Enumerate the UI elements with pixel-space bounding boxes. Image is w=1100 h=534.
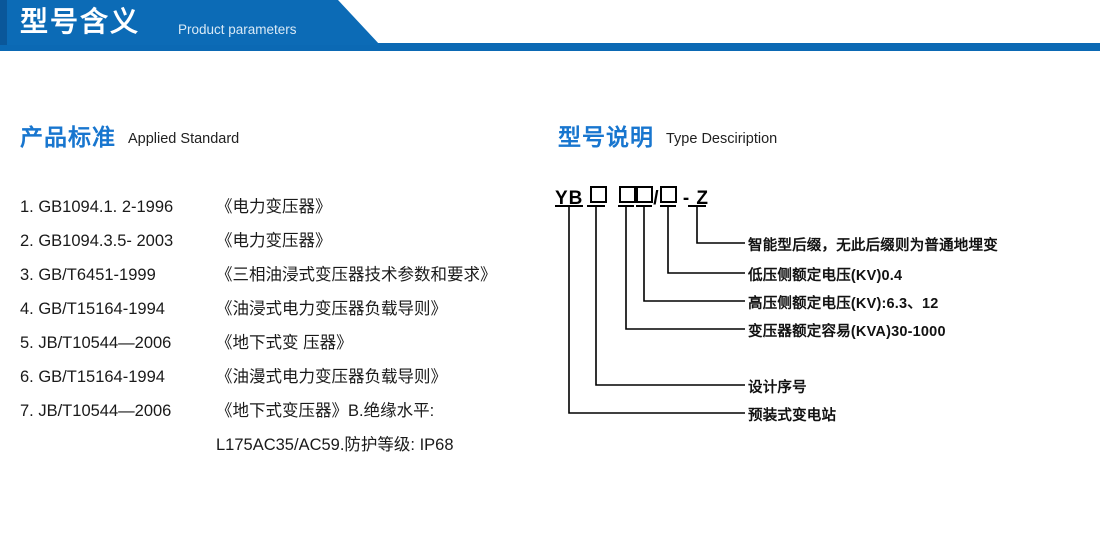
standard-name: 《油漫式电力变压器负载导则》 <box>216 368 447 386</box>
code-slash: / <box>653 188 660 209</box>
code-placeholder-box-2 <box>619 186 637 203</box>
standard-code: 6. GB/T15164-1994 <box>20 368 165 386</box>
list-item: 2. GB1094.3.5- 2003 《电力变压器》 <box>20 227 540 261</box>
list-item: 3. GB/T6451-1999 《三相油浸式变压器技术参数和要求》 <box>20 261 540 295</box>
header-accent-bar <box>0 43 1100 51</box>
standard-code: 3. GB/T6451-1999 <box>20 266 156 284</box>
callout-label-lv-rated-voltage: 低压侧额定电压(KV)0.4 <box>748 268 903 284</box>
code-prefix-yb: YB <box>555 188 584 209</box>
list-item: 4. GB/T15164-1994 《油浸式电力变压器负载导则》 <box>20 295 540 329</box>
callout-label-hv-rated-voltage: 高压侧额定电压(KV):6.3、12 <box>748 296 939 312</box>
code-placeholder-box-4 <box>659 186 677 203</box>
standards-list: 1. GB1094.1. 2-1996 《电力变压器》 2. GB1094.3.… <box>20 193 540 465</box>
page-header-banner: 型号含义 Product parameters <box>0 0 1100 52</box>
section-title-en-applied-standard: Applied Standard <box>128 131 240 147</box>
code-hyphen: - <box>682 188 691 209</box>
model-code-expression: YB / - Z <box>555 186 709 211</box>
standard-code: 4. GB/T15164-1994 <box>20 300 165 318</box>
section-title-cn-applied-standard: 产品标准 <box>20 124 116 150</box>
list-item: 1. GB1094.1. 2-1996 《电力变压器》 <box>20 193 540 227</box>
standard-name: 《电力变压器》 <box>216 198 332 216</box>
code-placeholder-box-1 <box>589 186 607 203</box>
standard-name: 《地下式变压器》B.绝缘水平: <box>216 402 435 420</box>
callout-label-design-serial: 设计序号 <box>748 380 807 396</box>
standard-name-continuation: L175AC35/AC59.防护等级: IP68 <box>216 436 454 454</box>
standard-code: 7. JB/T10544—2006 <box>20 402 172 420</box>
code-placeholder-box-3 <box>636 186 654 203</box>
header-subtitle-en: Product parameters <box>178 22 297 37</box>
callout-label-rated-capacity: 变压器额定容易(KVA)30-1000 <box>748 324 946 340</box>
standard-name: 《电力变压器》 <box>216 232 332 250</box>
section-heading-applied-standard: 产品标准 Applied Standard <box>20 118 239 152</box>
standard-name: 《油浸式电力变压器负载导则》 <box>216 300 447 318</box>
section-title-cn-type-description: 型号说明 <box>558 124 654 150</box>
callout-label-smart-suffix: 智能型后缀，无此后缀则为普通地埋变 <box>748 238 998 254</box>
standard-name: 《地下式变 压器》 <box>216 334 353 352</box>
list-item: 6. GB/T15164-1994 《油漫式电力变压器负载导则》 <box>20 363 540 397</box>
standard-name: 《三相油浸式变压器技术参数和要求》 <box>216 266 497 284</box>
header-title-cn: 型号含义 <box>20 6 141 37</box>
leader-lines <box>555 205 745 414</box>
type-code-diagram: YB / - Z 智能型后缀，无此后缀则为普通地埋变 低压侧额定电压(KV)0.… <box>540 186 1100 436</box>
standard-code: 5. JB/T10544—2006 <box>20 334 172 352</box>
list-item: 5. JB/T10544—2006 《地下式变 压器》 <box>20 329 540 363</box>
list-item: 7. JB/T10544—2006 《地下式变压器》B.绝缘水平: <box>20 397 540 431</box>
standard-code: 2. GB1094.3.5- 2003 <box>20 232 174 250</box>
header-blue-block <box>0 0 380 45</box>
section-title-en-type-description: Type Desciription <box>666 131 778 147</box>
standard-code: 1. GB1094.1. 2-1996 <box>20 198 174 216</box>
section-heading-type-description: 型号说明 Type Desciription <box>558 118 777 152</box>
header-left-edge-stripe <box>0 0 7 45</box>
code-suffix-z: Z <box>696 188 710 209</box>
callout-label-prefab-substation: 预装式变电站 <box>748 408 837 424</box>
